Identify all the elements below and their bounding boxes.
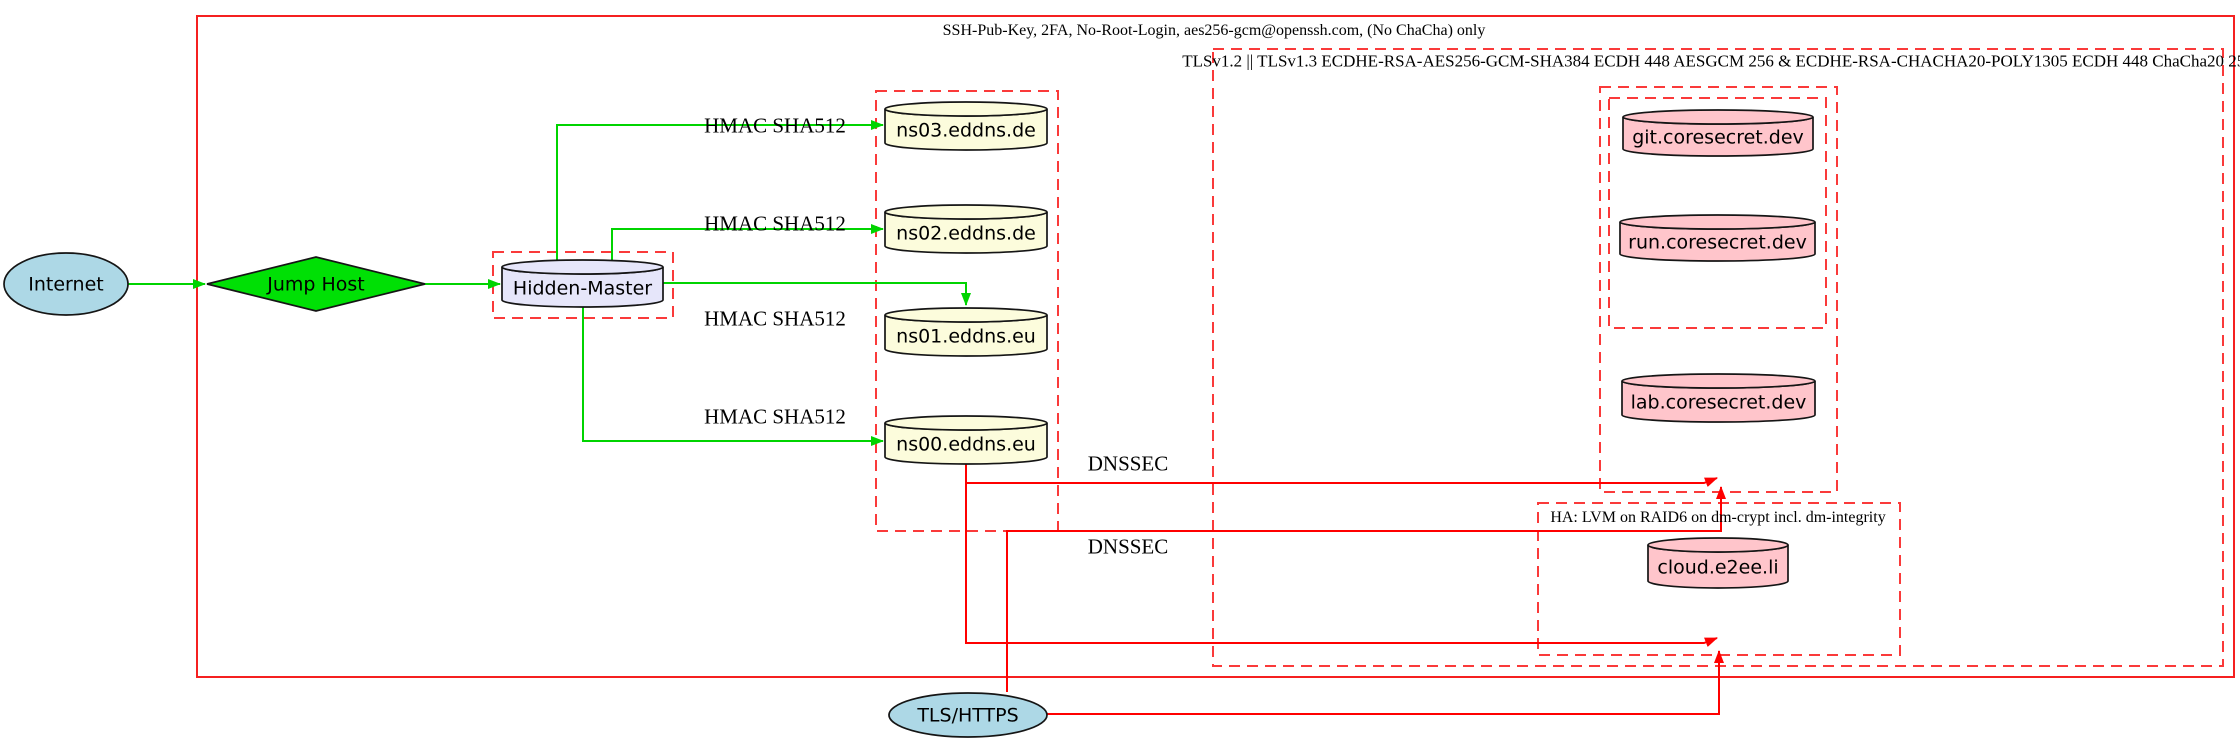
edge-label-hmac-sha512-2: HMAC SHA512 (704, 211, 846, 236)
node-lab-coresecret-dev-top (1621, 373, 1816, 389)
node-ns02-label: ns02.eddns.de (896, 222, 1036, 245)
edge-ns00-to-ha-dnssec (965, 464, 1718, 647)
edge-hiddenmaster-to-ns00 (582, 306, 884, 446)
node-internet-shape (3, 252, 129, 316)
cluster-ssh-policy-box-label: SSH-Pub-Key, 2FA, No-Root-Login, aes256-… (942, 22, 1486, 40)
node-git-coresecret-dev-top (1622, 109, 1814, 125)
edge-hiddenmaster-to-ns03 (556, 120, 884, 261)
cluster-core-services-inner-box (1608, 97, 1827, 329)
edge-hiddenmaster-to-ns01 (663, 282, 971, 306)
node-ns01-top (884, 307, 1048, 323)
node-ns01-label: ns01.eddns.eu (896, 325, 1036, 348)
edge-label-hmac-sha512-4: HMAC SHA512 (704, 404, 846, 429)
cluster-ha-cluster-box-label: HA: LVM on RAID6 on dm-crypt incl. dm-in… (1550, 509, 1886, 527)
node-ns03-label: ns03.eddns.de (896, 119, 1036, 142)
node-git-coresecret-dev-label: git.coresecret.dev (1632, 126, 1804, 149)
node-run-coresecret-dev-label: run.coresecret.dev (1628, 231, 1807, 254)
node-ns00-top (884, 415, 1048, 431)
edge-ns00-to-core-dnssec (965, 464, 1718, 487)
cluster-tls-policy-box-label: TLSv1.2 || TLSv1.3 ECDHE-RSA-AES256-GCM-… (1182, 51, 2240, 71)
node-ns00-label: ns00.eddns.eu (896, 433, 1036, 456)
cluster-ssh-policy-box (196, 15, 2235, 678)
node-hidden-master-top (501, 259, 664, 275)
node-ns02-top (884, 204, 1048, 220)
edge-tlshttps-to-core (1006, 486, 1726, 692)
edge-tlshttps-to-ha (1047, 650, 1724, 715)
node-cloud-e2ee-li-top (1647, 537, 1789, 553)
node-jump-host-shape (206, 256, 426, 312)
node-jump-host-label: Jump Host (267, 273, 365, 296)
node-tls-https-shape (888, 692, 1048, 738)
edge-hiddenmaster-to-ns02 (611, 224, 884, 261)
node-cloud-e2ee-li-label: cloud.e2ee.li (1657, 556, 1779, 579)
node-run-coresecret-dev-top (1619, 214, 1816, 230)
edge-label-hmac-sha512-1: HMAC SHA512 (704, 113, 846, 138)
edge-label-dnssec-2: DNSSEC (1087, 534, 1169, 559)
edge-label-hmac-sha512-3: HMAC SHA512 (704, 306, 846, 331)
node-hidden-master-label: Hidden-Master (512, 277, 653, 300)
node-internet-label: Internet (28, 273, 104, 296)
node-tls-https-label: TLS/HTTPS (917, 704, 1019, 727)
node-ns03-top (884, 101, 1048, 117)
edge-label-dnssec-1: DNSSEC (1087, 451, 1169, 476)
node-lab-coresecret-dev-label: lab.coresecret.dev (1630, 391, 1807, 414)
